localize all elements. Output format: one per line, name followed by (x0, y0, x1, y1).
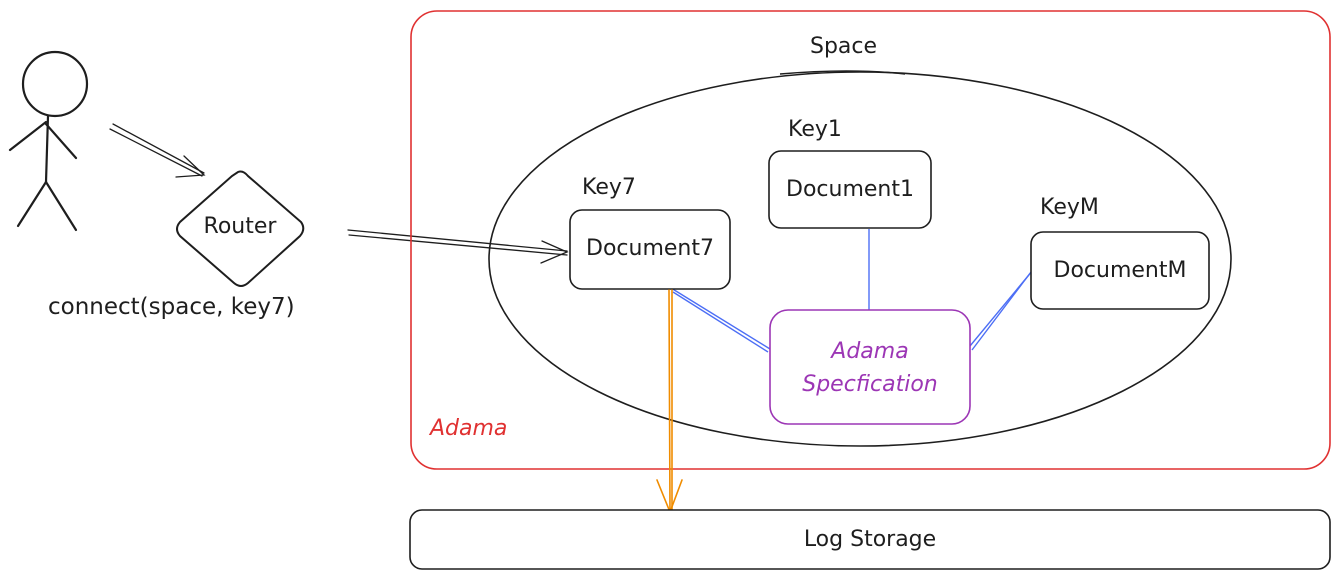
router-diamond (176, 170, 305, 287)
router-to-document7-arrow (347, 229, 569, 264)
log-storage-label: Log Storage (803, 527, 937, 552)
adama-label: Adama (430, 416, 508, 441)
document7-to-log-storage-arrow (656, 289, 683, 515)
user-head (21, 50, 89, 118)
space-label: Space (810, 34, 878, 59)
key7-label: Key7 (582, 175, 636, 200)
documentM-label: DocumentM (1053, 258, 1187, 283)
space-ellipse (488, 71, 1232, 447)
document7-box (569, 209, 731, 290)
document1-box (768, 150, 932, 229)
log-storage-box (409, 509, 1331, 570)
spec-label-line1: Adama (831, 339, 909, 364)
spec-connectors (670, 229, 1034, 353)
spec-label-line2: Specfication (802, 372, 938, 397)
space-ellipse-overstroke (779, 70, 906, 75)
document7-spec-link (670, 287, 771, 350)
document7-label: Document7 (586, 236, 714, 261)
adama-container (410, 10, 1331, 470)
document1-label: Document1 (786, 177, 914, 202)
documentM-box (1030, 231, 1210, 310)
documentM-spec-link-b (971, 271, 1032, 351)
connect-label: connect(space, key7) (48, 294, 295, 320)
keyM-label: KeyM (1040, 195, 1099, 220)
document7-spec-link-b (672, 291, 769, 353)
user-figure (8, 50, 89, 232)
router-label: Router (203, 214, 277, 239)
spec-box (769, 309, 971, 425)
user-to-router-arrow (109, 123, 206, 178)
key1-label: Key1 (788, 117, 842, 142)
